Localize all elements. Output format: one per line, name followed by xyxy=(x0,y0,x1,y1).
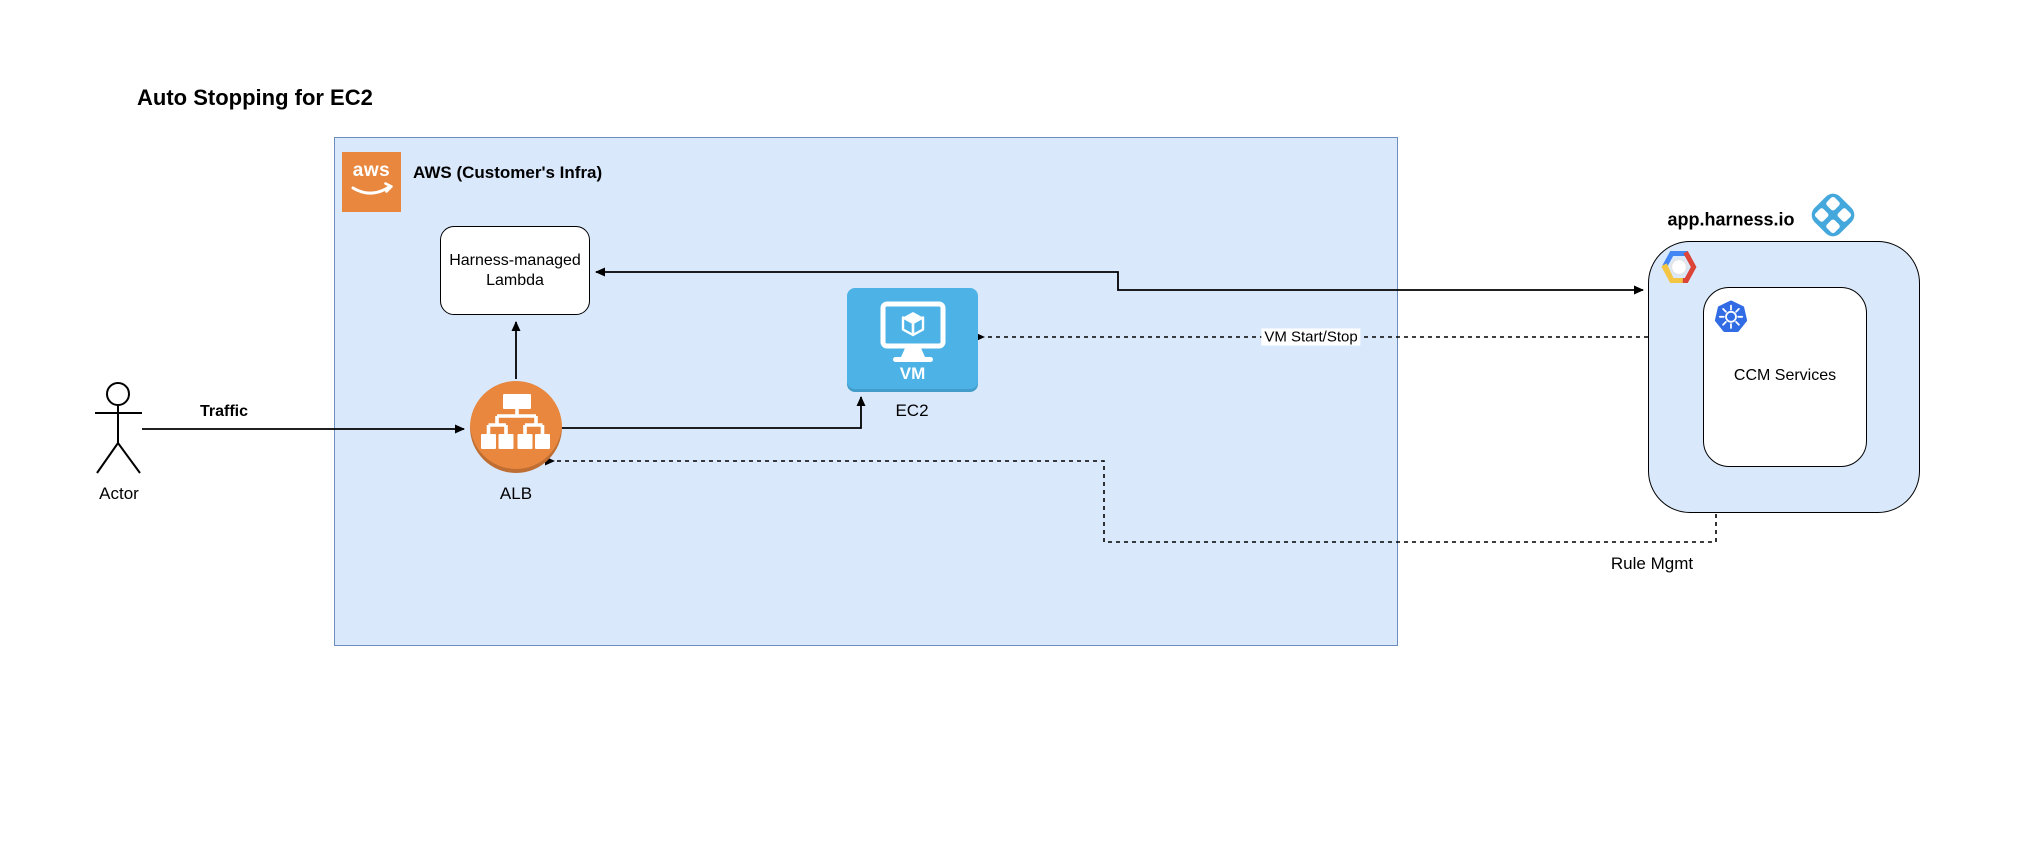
aws-smile-swoosh xyxy=(351,182,393,195)
actor-node[interactable] xyxy=(73,380,163,475)
aws-logo-text: aws xyxy=(352,160,391,181)
lambda-harness-arrow xyxy=(595,267,1644,295)
ec2-label: EC2 xyxy=(895,401,929,420)
ccm-services-label: CCM Services xyxy=(1733,367,1837,384)
aws-logo-icon: aws xyxy=(342,152,401,212)
aws-container-label: AWS (Customer's Infra) xyxy=(413,163,603,182)
kubernetes-icon xyxy=(1714,300,1748,332)
lambda-label-line1: Harness-managed xyxy=(449,251,581,269)
traffic-edge-label: Traffic xyxy=(196,403,252,421)
load-balancer-icon xyxy=(481,394,550,449)
app-harness-io-label: app.harness.io xyxy=(1667,209,1795,230)
actor-figure-icon xyxy=(95,382,142,474)
harness-logo-icon xyxy=(1811,193,1855,237)
rule-mgmt-dashed-arrow xyxy=(545,456,1717,543)
rule-mgmt-edge-label: Rule Mgmt xyxy=(1607,554,1697,574)
harness-managed-lambda-node[interactable]: Harness-managed Lambda xyxy=(440,226,590,315)
lambda-label-line2: Lambda xyxy=(486,271,544,289)
alb-to-ec2-arrow xyxy=(562,396,866,429)
alb-label: ALB xyxy=(499,484,533,503)
vm-monitor-icon xyxy=(880,301,946,362)
alb-node[interactable] xyxy=(470,381,562,473)
gcp-logo-icon xyxy=(1661,251,1697,283)
diagram-title: Auto Stopping for EC2 xyxy=(137,85,373,110)
vm-label: VM xyxy=(899,364,926,383)
vm-start-stop-edge-label: VM Start/Stop xyxy=(1261,328,1361,346)
ec2-node[interactable]: VM xyxy=(847,288,978,392)
actor-label: Actor xyxy=(99,484,139,503)
